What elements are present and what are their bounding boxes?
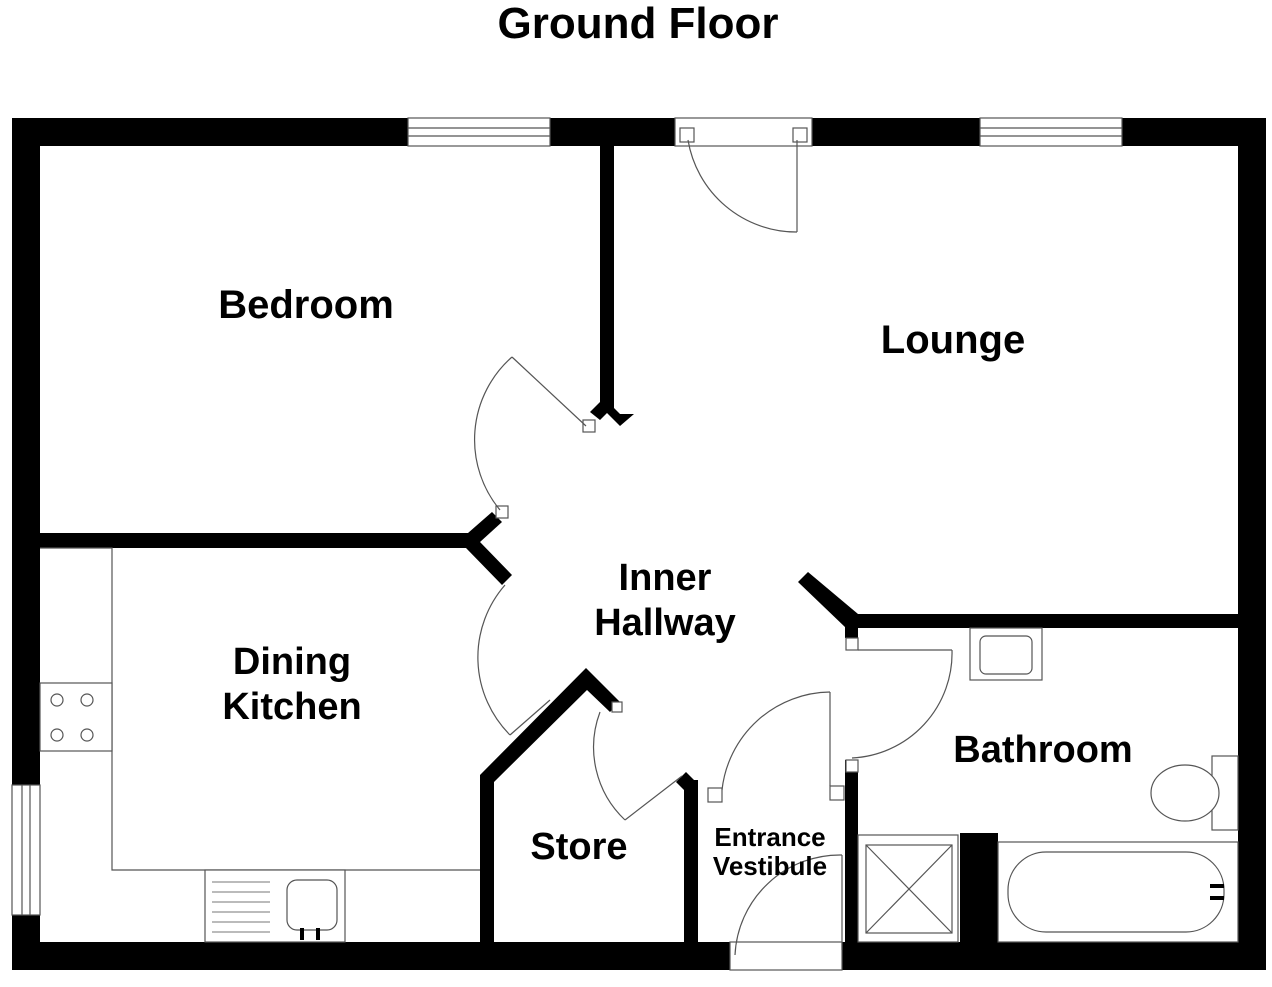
label-inner-hallway-2: Hallway <box>594 602 736 644</box>
floor-title: Ground Floor <box>497 0 778 48</box>
entrance-door <box>729 854 843 971</box>
kitchen-fixtures <box>39 547 480 943</box>
door-store <box>593 701 683 821</box>
door-bedroom <box>473 356 596 519</box>
window-kitchen <box>11 784 41 916</box>
hob-icon <box>39 682 113 752</box>
door-kitchen <box>477 584 551 736</box>
label-store: Store <box>530 826 627 868</box>
label-bedroom: Bedroom <box>218 283 394 327</box>
label-lounge: Lounge <box>881 318 1025 362</box>
bathroom-fixtures <box>857 627 1239 943</box>
label-dining-kitchen-2: Kitchen <box>222 686 361 728</box>
windows <box>11 117 1123 916</box>
door-vestibule <box>707 691 845 803</box>
walls <box>12 118 1266 970</box>
front-door-lounge <box>674 117 813 233</box>
window-bedroom <box>407 117 551 147</box>
doors <box>473 117 953 971</box>
door-bathroom <box>845 637 953 773</box>
label-entrance-vestibule-1: Entrance <box>714 822 825 852</box>
label-dining-kitchen-1: Dining <box>233 641 351 683</box>
label-entrance-vestibule-2: Vestibule <box>713 851 827 881</box>
label-inner-hallway-1: Inner <box>619 557 712 599</box>
window-lounge <box>979 117 1123 147</box>
room-labels: Bedroom Lounge Inner Hallway Dining Kitc… <box>218 283 1133 881</box>
label-bathroom: Bathroom <box>953 729 1132 771</box>
